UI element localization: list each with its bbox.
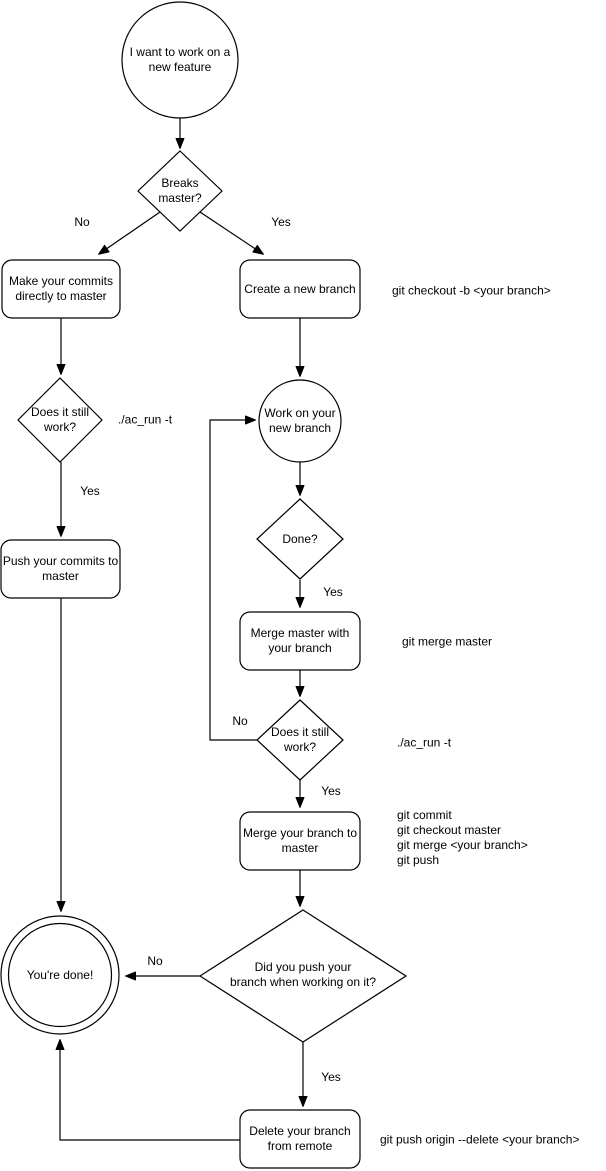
node-did-you-push-line1: Did you push your <box>254 960 352 974</box>
edge-label-done-yes: Yes <box>323 585 343 599</box>
edge-label-breaks-no: No <box>74 215 90 229</box>
node-breaks-master-line1: Breaks <box>161 176 199 190</box>
node-youre-done-inner-shape <box>7 922 113 1028</box>
edge-label-push-no: No <box>147 954 163 968</box>
node-does-it-work-2-label: Does it still work? <box>260 720 340 760</box>
edge-label-breaks-yes: Yes <box>271 215 291 229</box>
node-does-it-work-1-label: Does it still work? <box>20 400 100 440</box>
node-start-line2: new feature <box>148 60 212 74</box>
node-merge-branch-label: Merge your branch to master <box>241 816 359 866</box>
annotation-merge-commands: git commit git checkout master git merge… <box>397 808 528 868</box>
node-merge-branch-line2: master <box>281 841 319 855</box>
node-delete-branch-line2: from remote <box>267 1139 333 1153</box>
node-start-line1: I want to work on a <box>129 45 231 59</box>
annotation-ac-run-left: ./ac_run -t <box>118 412 173 427</box>
node-push-commits-label: Push your commits to master <box>1 544 120 594</box>
node-merge-master-line2: your branch <box>268 641 332 655</box>
node-does-it-work-1-line1: Does it still <box>30 405 89 419</box>
node-merge-master-label: Merge master with your branch <box>242 616 358 666</box>
annotation-ac-run-right: ./ac_run -t <box>397 735 452 750</box>
node-breaks-master-label: Breaks master? <box>145 171 215 211</box>
node-make-commits-line1: Make your commits <box>8 274 114 288</box>
node-did-you-push-label: Did you push your branch when working on… <box>218 953 388 997</box>
annotation-git-commit: git commit <box>397 808 452 822</box>
edge-label-work2-no: No <box>232 714 248 728</box>
annotation-git-checkout-master: git checkout master <box>397 823 502 837</box>
node-breaks-master-shape <box>137 150 223 232</box>
edge-delete-to-done-loop-arrow <box>55 1039 240 1141</box>
edge-breaks-no-arrow <box>98 211 161 255</box>
node-delete-branch-line1: Delete your branch <box>249 1124 351 1138</box>
node-done-label: Done? <box>260 524 340 554</box>
annotation-git-push-delete: git push origin --delete <your branch> <box>380 1132 580 1147</box>
node-did-you-push-line2: branch when working on it? <box>229 975 377 989</box>
node-work-on-branch-label: Work on your new branch <box>255 401 345 441</box>
edge-label-work1-yes: Yes <box>80 484 100 498</box>
annotation-git-merge-branch: git merge <your branch> <box>397 838 528 852</box>
node-delete-branch-shape <box>239 1109 361 1169</box>
node-work-on-branch-line2: new branch <box>268 421 332 435</box>
node-start-label: I want to work on a new feature <box>124 31 236 89</box>
node-does-it-work-1-line2: work? <box>43 420 76 434</box>
annotation-git-merge-master: git merge master <box>402 634 493 649</box>
node-work-on-branch-line1: Work on your <box>264 406 336 420</box>
node-youre-done-label: You're done! <box>10 960 110 990</box>
edge-work2-no-loop-arrow <box>209 415 257 741</box>
edge-breaks-yes-arrow <box>199 211 264 255</box>
node-breaks-master-line2: master? <box>158 191 202 205</box>
node-make-commits-line2: directly to master <box>15 289 107 303</box>
node-push-commits-line1: Push your commits to <box>2 554 119 568</box>
node-done-shape <box>256 498 344 580</box>
node-push-commits-line2: master <box>42 569 79 583</box>
node-create-branch-label: Create a new branch <box>241 264 359 314</box>
node-youre-done-line1: You're done! <box>26 967 94 982</box>
node-does-it-work-2-line2: work? <box>283 740 316 754</box>
edge-label-work2-yes: Yes <box>321 784 341 798</box>
edge-label-push-yes: Yes <box>321 1070 341 1084</box>
node-create-branch-line1: Create a new branch <box>244 281 356 296</box>
annotation-git-push: git push <box>397 853 440 867</box>
node-does-it-work-1-shape <box>17 377 103 463</box>
node-done-line1: Done? <box>282 531 318 546</box>
node-make-commits-label: Make your commits directly to master <box>4 264 118 314</box>
annotation-git-checkout: git checkout -b <your branch> <box>392 283 551 298</box>
node-does-it-work-2-line1: Does it still <box>270 725 329 739</box>
node-merge-branch-line1: Merge your branch to <box>242 826 358 840</box>
node-delete-branch-label: Delete your branch from remote <box>244 1114 356 1164</box>
node-merge-master-line1: Merge master with <box>250 626 350 640</box>
